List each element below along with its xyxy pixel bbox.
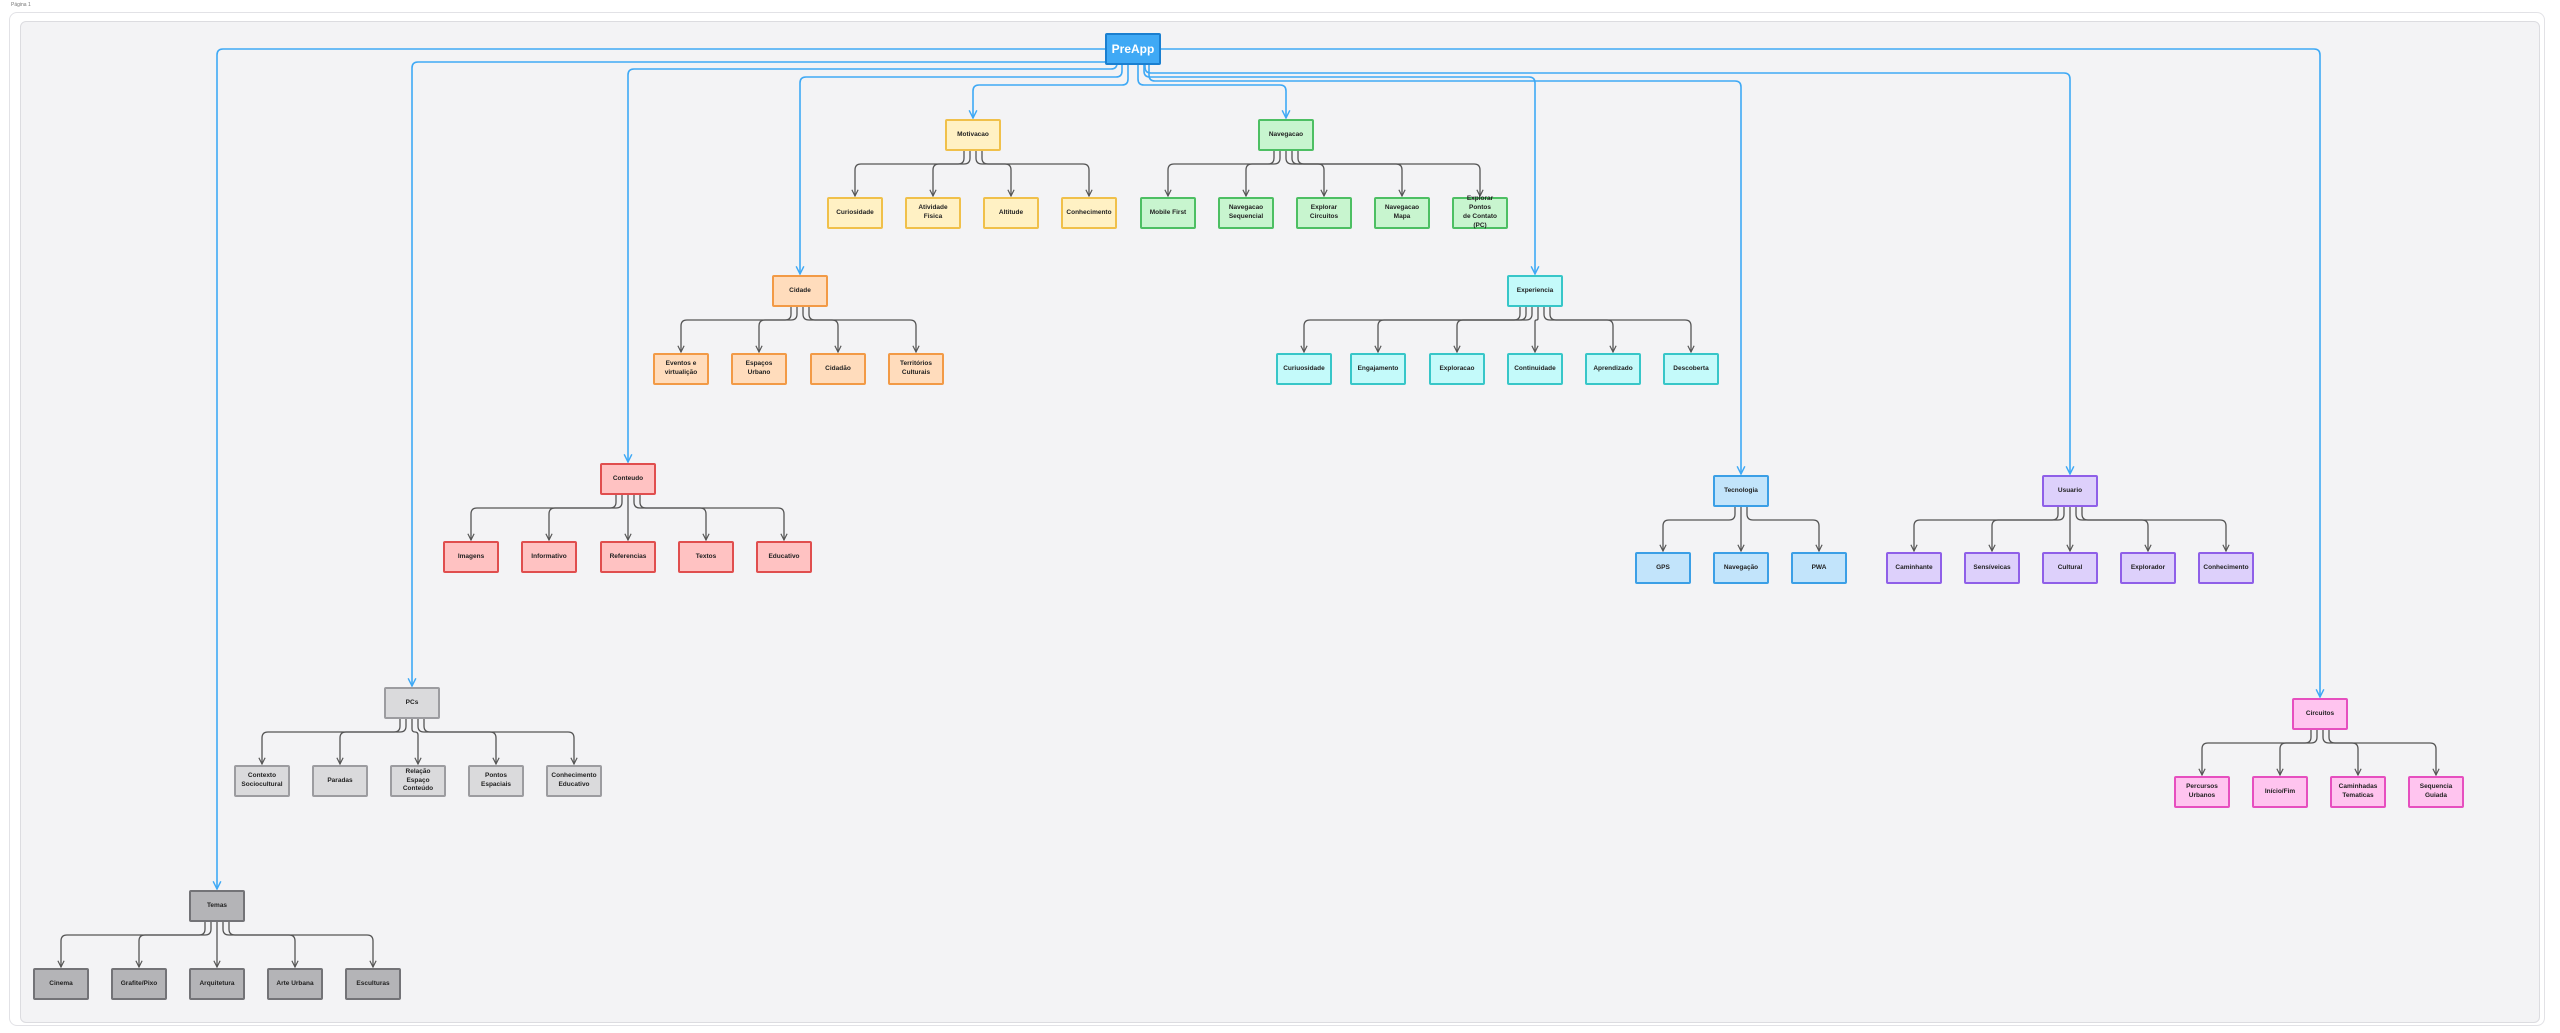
diagram-canvas[interactable]	[20, 21, 2540, 1023]
page-label: Página 1	[11, 2, 31, 8]
child-node-cidadao[interactable]: Cidadão	[810, 353, 866, 385]
child-node-sensiveicas[interactable]: Sensíveicas	[1964, 552, 2020, 584]
child-node-conhecimento[interactable]: Conhecimento	[2198, 552, 2254, 584]
child-node-espacos-urbano[interactable]: Espaços Urbano	[731, 353, 787, 385]
child-node-cinema[interactable]: Cinema	[33, 968, 89, 1000]
child-node-explorador[interactable]: Explorador	[2120, 552, 2176, 584]
root-node-preapp[interactable]: PreApp	[1105, 33, 1161, 65]
child-node-altitude[interactable]: Altitude	[983, 197, 1039, 229]
child-node-conhecimento[interactable]: Conhecimento	[1061, 197, 1117, 229]
group-node-navegacao[interactable]: Navegacao	[1258, 119, 1314, 151]
child-node-grafite-pixo[interactable]: Grafite/Pixo	[111, 968, 167, 1000]
child-node-conhecimento-educativo[interactable]: Conhecimento Educativo	[546, 765, 602, 797]
child-node-atividade-fisica[interactable]: Atividade Fisica	[905, 197, 961, 229]
group-node-cidade[interactable]: Cidade	[772, 275, 828, 307]
child-node-referencias[interactable]: Referencias	[600, 541, 656, 573]
group-node-usuario[interactable]: Usuario	[2042, 475, 2098, 507]
child-node-textos[interactable]: Textos	[678, 541, 734, 573]
child-node-sequencia-guiada[interactable]: Sequencia Guiada	[2408, 776, 2464, 808]
child-node-navegacao-sequencial[interactable]: Navegacao Sequencial	[1218, 197, 1274, 229]
group-node-circuitos[interactable]: Circuitos	[2292, 698, 2348, 730]
child-node-explorar-pontos-de-contato-pc[interactable]: Explorar Pontos de Contato (PC)	[1452, 195, 1508, 229]
child-node-imagens[interactable]: Imagens	[443, 541, 499, 573]
group-node-conteudo[interactable]: Conteudo	[600, 463, 656, 495]
child-node-paradas[interactable]: Paradas	[312, 765, 368, 797]
child-node-pwa[interactable]: PWA	[1791, 552, 1847, 584]
child-node-caminhadas-tematicas[interactable]: Caminhadas Tematicas	[2330, 776, 2386, 808]
child-node-curiuosidade[interactable]: Curiuosidade	[1276, 353, 1332, 385]
child-node-pontos-espaciais[interactable]: Pontos Espaciais	[468, 765, 524, 797]
child-node-navegacao-mapa[interactable]: Navegacao Mapa	[1374, 197, 1430, 229]
group-node-experiencia[interactable]: Experiencia	[1507, 275, 1563, 307]
child-node-esculturas[interactable]: Esculturas	[345, 968, 401, 1000]
child-node-arte-urbana[interactable]: Arte Urbana	[267, 968, 323, 1000]
child-node-arquitetura[interactable]: Arquitetura	[189, 968, 245, 1000]
child-node-caminhante[interactable]: Caminhante	[1886, 552, 1942, 584]
group-node-pcs[interactable]: PCs	[384, 687, 440, 719]
child-node-educativo[interactable]: Educativo	[756, 541, 812, 573]
child-node-explorar-circuitos[interactable]: Explorar Circuitos	[1296, 197, 1352, 229]
child-node-continuidade[interactable]: Continuidade	[1507, 353, 1563, 385]
child-node-mobile-first[interactable]: Mobile First	[1140, 197, 1196, 229]
group-node-temas[interactable]: Temas	[189, 890, 245, 922]
group-node-tecnologia[interactable]: Tecnologia	[1713, 475, 1769, 507]
child-node-exploracao[interactable]: Exploracao	[1429, 353, 1485, 385]
child-node-curiosidade[interactable]: Curiosidade	[827, 197, 883, 229]
child-node-navegacao[interactable]: Navegação	[1713, 552, 1769, 584]
child-node-percursos-urbanos[interactable]: Percursos Urbanos	[2174, 776, 2230, 808]
group-node-motivacao[interactable]: Motivacao	[945, 119, 1001, 151]
child-node-eventos-e-virtualicao[interactable]: Eventos e virtualição	[653, 353, 709, 385]
child-node-territorios-culturais[interactable]: Territórios Culturais	[888, 353, 944, 385]
child-node-descoberta[interactable]: Descoberta	[1663, 353, 1719, 385]
child-node-aprendizado[interactable]: Aprendizado	[1585, 353, 1641, 385]
child-node-relacao-espaco-conteudo[interactable]: Relação Espaço Conteúdo	[390, 765, 446, 797]
child-node-inicio-fim[interactable]: Início/Fim	[2252, 776, 2308, 808]
child-node-gps[interactable]: GPS	[1635, 552, 1691, 584]
child-node-engajamento[interactable]: Engajamento	[1350, 353, 1406, 385]
child-node-cultural[interactable]: Cultural	[2042, 552, 2098, 584]
child-node-contexto-sociocultural[interactable]: Contexto Sociocultural	[234, 765, 290, 797]
child-node-informativo[interactable]: Informativo	[521, 541, 577, 573]
